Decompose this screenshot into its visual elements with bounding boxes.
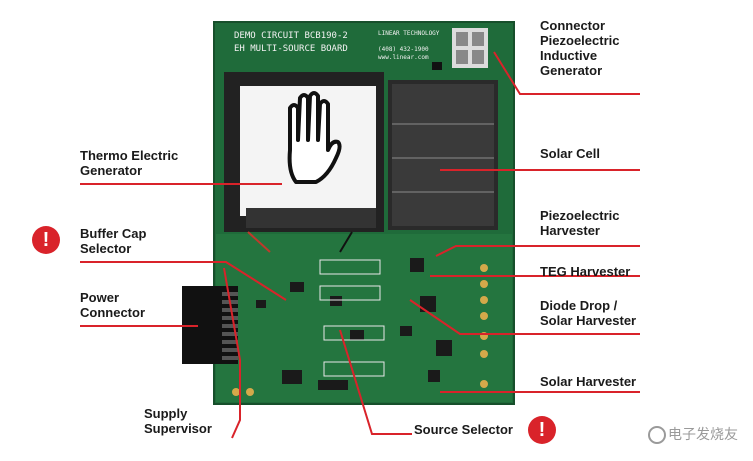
board-title-line1: DEMO CIRCUIT BCB190-2 — [234, 31, 348, 41]
label-solar-cell: Solar Cell — [540, 146, 600, 161]
label-diode-drop: Diode Drop / Solar Harvester — [540, 298, 636, 328]
hand-logo-icon — [648, 426, 666, 444]
label-piezo-line1: Piezoelectric — [540, 208, 620, 223]
label-supply-line2: Supervisor — [144, 421, 212, 436]
board-title-line2: EH MULTI-SOURCE BOARD — [234, 44, 348, 54]
label-power-line1: Power — [80, 290, 120, 305]
label-diode-line1: Diode Drop / — [540, 298, 618, 313]
label-teg-harvester: TEG Harvester — [540, 264, 631, 279]
label-piezo-line2: Harvester — [540, 223, 600, 238]
label-piezo-harvester: Piezoelectric Harvester — [540, 208, 620, 238]
label-power-line2: Connector — [80, 305, 145, 320]
label-connector-line3: Inductive — [540, 48, 598, 63]
watermark-text: 电子发烧友 — [668, 427, 738, 443]
label-connector-line2: Piezoelectric — [540, 33, 620, 48]
label-supply-supervisor: Supply Supervisor — [144, 406, 212, 436]
label-power-connector: Power Connector — [80, 290, 145, 320]
label-thermo-line2: Generator — [80, 163, 143, 178]
label-source-selector: Source Selector — [414, 422, 513, 437]
label-buffer-line1: Buffer Cap — [80, 226, 147, 241]
label-thermo-line1: Thermo Electric — [80, 148, 179, 163]
label-thermo: Thermo Electric Generator — [80, 148, 178, 178]
callout-lines — [80, 51, 640, 439]
label-solar-harvester: Solar Harvester — [540, 374, 637, 389]
board-components — [256, 258, 452, 390]
label-connector: Connector Piezoelectric Inductive Genera… — [540, 18, 620, 78]
label-supply-line1: Supply — [144, 406, 188, 421]
alert-icon-buffer: ! — [32, 226, 60, 254]
board-brand: LINEAR TECHNOLOGY — [378, 30, 440, 37]
board-website: www.linear.com — [378, 54, 429, 61]
label-buffer-cap: Buffer Cap Selector — [80, 226, 146, 256]
hand-warning-icon — [287, 91, 342, 184]
watermark: 电子发烧友 — [648, 424, 738, 444]
label-connector-line4: Generator — [540, 63, 603, 78]
label-diode-line2: Solar Harvester — [540, 313, 637, 328]
label-connector-line1: Connector — [540, 18, 605, 33]
alert-icon-source: ! — [528, 416, 556, 444]
board-phone: (408) 432-1900 — [378, 46, 429, 53]
label-buffer-line2: Selector — [80, 241, 132, 256]
